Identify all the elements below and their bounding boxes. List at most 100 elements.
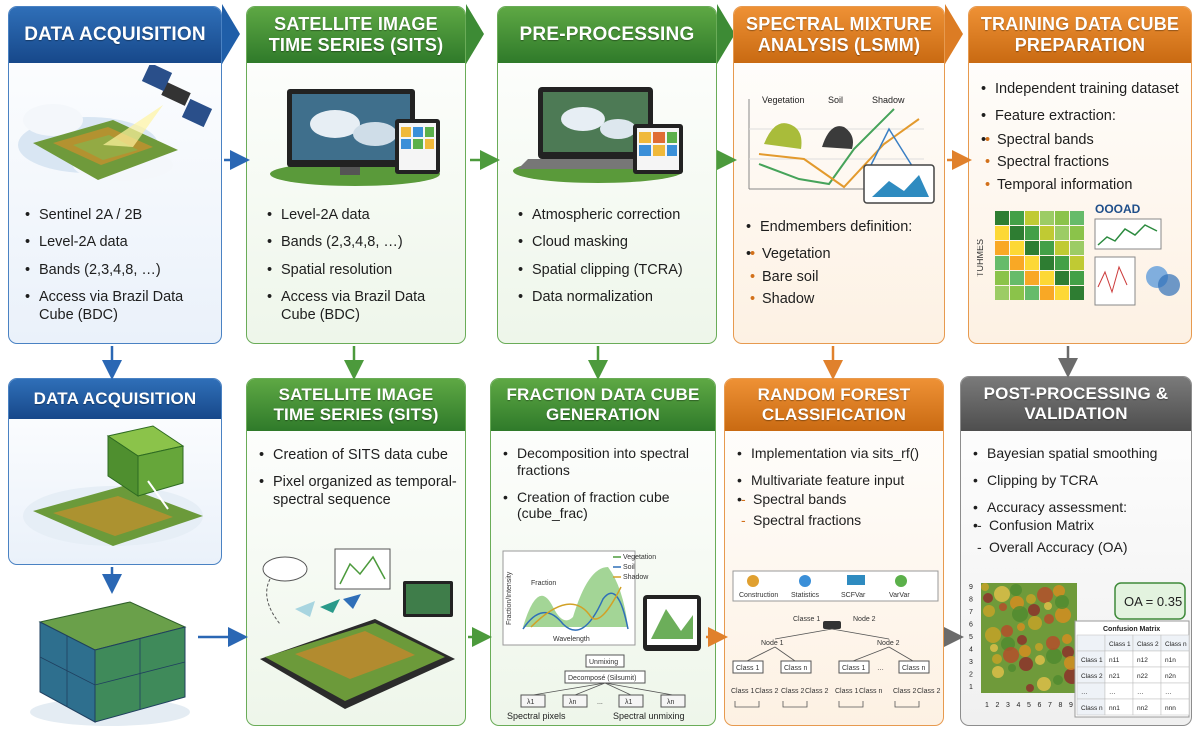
feature-label: SCFVar [841,592,866,599]
matrix-cell: … [1081,689,1088,696]
matrix-cell: n11 [1109,657,1120,664]
heatmap-cell [1055,271,1069,285]
list-item: Clipping by TCRA [971,472,1189,489]
data-cube-icon: TUHMES OOOAD [975,197,1187,322]
heatmap-cell [1025,211,1039,225]
fraction-chart-icon: Fraction/Intensity Fraction Wavelength V… [501,547,711,725]
x-axis-label: Wavelength [553,636,590,643]
map-patch [1003,647,1019,663]
matrix-cell: Class 2 [1081,673,1103,680]
list-item: Decomposition into spectral fractions [501,445,713,479]
map-patch [992,654,1002,664]
tree-leaf-label: Class 2 [755,688,778,695]
chart-label-shadow: Shadow [872,95,905,105]
map-patch [1028,616,1042,630]
heatmap-cell [1040,271,1054,285]
map-patch [1044,614,1054,624]
cube-axis-label: TUHMES [977,239,985,277]
panel-title: FRACTION DATA CUBE GENERATION [491,379,715,431]
cube-legend-label: OOOAD [1095,202,1141,216]
matrix-cell: Class 1 [1081,657,1103,664]
list-item: Spatial clipping (TCRA) [516,262,712,280]
tree-leaf: Class n [902,665,925,672]
map-x-tick: 9 [1069,702,1073,709]
map-patch [1035,643,1043,651]
heatmap-cell [995,226,1009,240]
map-patch [990,644,998,652]
heatmap-cell [1025,256,1039,270]
matrix-cell-bg [1160,698,1190,716]
matrix-title: Confusion Matrix [1103,626,1160,633]
heatmap-cell [1070,211,1084,225]
map-patch [1028,604,1040,616]
matrix-cell: Class 1 [1109,641,1131,648]
panel-title: SATELLITE IMAGE TIME SERIES (SITS) [247,379,465,431]
map-x-tick: 7 [1048,702,1052,709]
heatmap-cell [1040,256,1054,270]
panel-title: POST-PROCESSING & VALIDATION [961,377,1191,431]
list-item: Independent training dataset [979,81,1191,99]
spectra-chart-icon: Vegetation Soil Shadow [744,89,936,212]
map-patch [1037,677,1051,691]
heatmap-cell [1025,271,1039,285]
list-item: Bands (2,3,4,8, …) [23,262,219,280]
map-patch [1008,664,1016,672]
map-patch [999,603,1007,611]
map-patch [1035,655,1045,665]
sits-cube-icon [20,592,200,737]
map-patch [985,627,1001,643]
map-x-tick: 1 [985,702,989,709]
map-patch [1012,606,1028,622]
map-patch [983,605,995,617]
heatmap-cell [1055,286,1069,300]
matrix-cell: nn2 [1137,705,1148,712]
map-patch [1055,607,1071,623]
map-x-tick: 8 [1059,702,1063,709]
map-patch [994,586,1010,602]
map-patch [1046,636,1060,650]
chart-label-soil: Soil [828,95,843,105]
tree-leaf-label: Class 2 [781,688,804,695]
feature-label: Construction [739,592,778,599]
map-patch [1062,634,1072,644]
list-item: Feature extraction: [979,108,1191,126]
legend-shadow: Shadow [623,574,649,581]
legend-soil: Soil [623,564,635,571]
chevron-right-icon [945,4,963,64]
heatmap-cell [995,256,1009,270]
list-item: Spectral bands [735,491,941,508]
list-item: Pixel organized as temporal-spectral seq… [257,474,463,509]
matrix-cell: n21 [1109,673,1120,680]
heatmap-cell [1040,211,1054,225]
map-patch [1055,595,1069,609]
list-item: Bands (2,3,4,8, …) [265,234,461,252]
tree-node: Node 1 [761,640,784,647]
map-patch [1019,645,1031,657]
y-axis-label: Fraction/Intensity [506,571,513,625]
map-patch [1026,684,1034,692]
caption-spectral-pixels: Spectral pixels [507,711,566,721]
map-y-tick: 8 [969,597,973,604]
panel-preprocessing: PRE-PROCESSING Atmospheric correction Cl… [497,6,717,344]
map-patch [983,593,993,603]
list-item: Bare soil [744,269,944,287]
panel-sits-top: SATELLITE IMAGE TIME SERIES (SITS) Level… [246,6,466,344]
matrix-cell: n22 [1137,673,1148,680]
tree-leaf-label: Class 2 [893,688,916,695]
panel-title: TRAINING DATA CUBE PREPARATION [969,7,1191,63]
map-patch [1017,635,1027,645]
tree-leaf-label: Class 1 [835,688,858,695]
heatmap-cell [1010,211,1024,225]
map-y-tick: 2 [969,672,973,679]
matrix-cell: … [1109,689,1116,696]
list-item: Sentinel 2A / 2B [23,207,219,225]
map-patch [1001,625,1013,637]
satellite-icon [13,62,218,200]
list-item: Endmembers definition: [744,219,944,237]
panel-title: RANDOM FOREST CLASSIFICATION [725,379,943,431]
map-patch [1010,584,1022,596]
map-y-tick: 3 [969,659,973,666]
list-item: Implementation via sits_rf() [735,445,941,462]
list-item: Creation of SITS data cube [257,447,463,465]
